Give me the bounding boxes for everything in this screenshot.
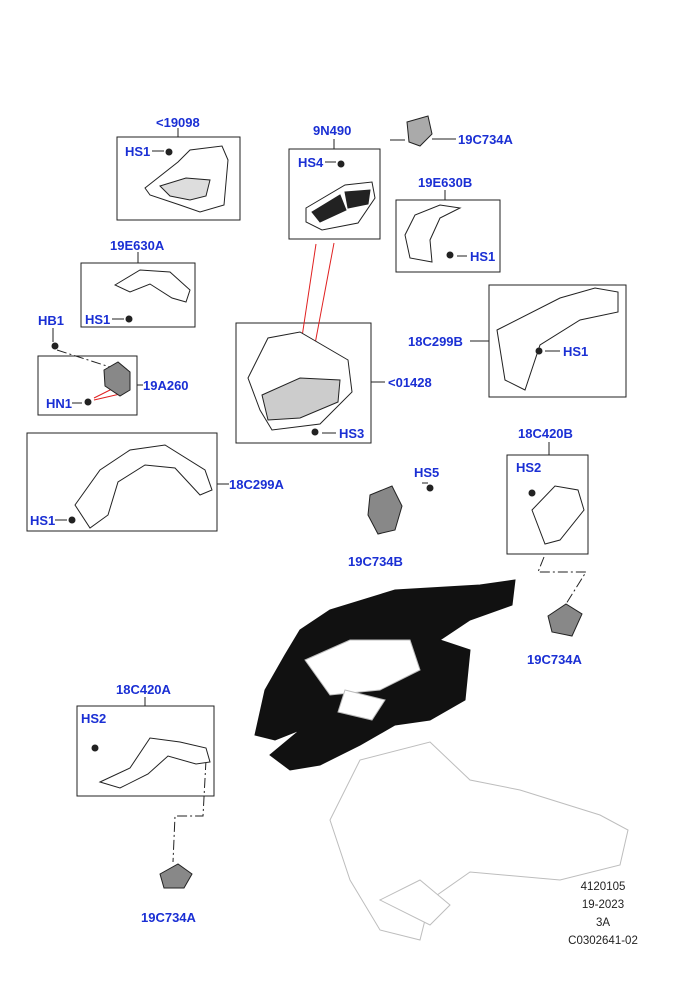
main-duct-assembly: [254, 579, 629, 941]
box-18C299A[interactable]: [26, 432, 218, 532]
label-hs1-18C299B[interactable]: HS1: [563, 344, 589, 359]
box-18C420B[interactable]: [506, 454, 589, 555]
label-hb1[interactable]: HB1: [38, 313, 65, 328]
box-19E630B[interactable]: [395, 199, 501, 273]
label-18C420A[interactable]: 18C420A: [116, 682, 171, 697]
label-18C299B[interactable]: 18C299B: [408, 334, 463, 349]
diagram-code: 4120105: [580, 881, 626, 893]
label-hs4[interactable]: HS4: [298, 155, 324, 170]
label-19C734A-top[interactable]: 19C734A: [458, 132, 513, 147]
diagram-date: 19-2023: [581, 899, 625, 911]
diagram-reference: C0302641-02: [568, 935, 638, 947]
label-19C734B[interactable]: 19C734B: [348, 554, 403, 569]
label-18C420B[interactable]: 18C420B: [518, 426, 573, 441]
label-18C299A[interactable]: 18C299A: [229, 477, 284, 492]
diagram-revision: 3A: [595, 917, 611, 929]
label-hs1-18C299A[interactable]: HS1: [30, 513, 56, 528]
label-hs1-19098[interactable]: HS1: [125, 144, 151, 159]
label-19C734A-right[interactable]: 19C734A: [527, 652, 582, 667]
label-01428[interactable]: <01428: [388, 375, 432, 390]
label-19E630A[interactable]: 19E630A: [110, 238, 165, 253]
label-hn1[interactable]: HN1: [46, 396, 73, 411]
label-hs2-18C420A[interactable]: HS2: [81, 711, 107, 726]
label-19098[interactable]: <19098: [156, 115, 200, 130]
label-hs1-19E630B[interactable]: HS1: [470, 249, 496, 264]
label-9N490[interactable]: 9N490: [313, 123, 352, 138]
label-19E630B[interactable]: 19E630B: [418, 175, 473, 190]
box-01428[interactable]: [235, 322, 372, 444]
label-hs3[interactable]: HS3: [339, 426, 365, 441]
label-hs1-19E630A[interactable]: HS1: [85, 312, 111, 327]
label-19A260[interactable]: 19A260: [143, 378, 189, 393]
label-hs5[interactable]: HS5: [414, 465, 440, 480]
label-19C734A-bottom[interactable]: 19C734A: [141, 910, 196, 925]
label-hs2-18C420B[interactable]: HS2: [516, 460, 542, 475]
